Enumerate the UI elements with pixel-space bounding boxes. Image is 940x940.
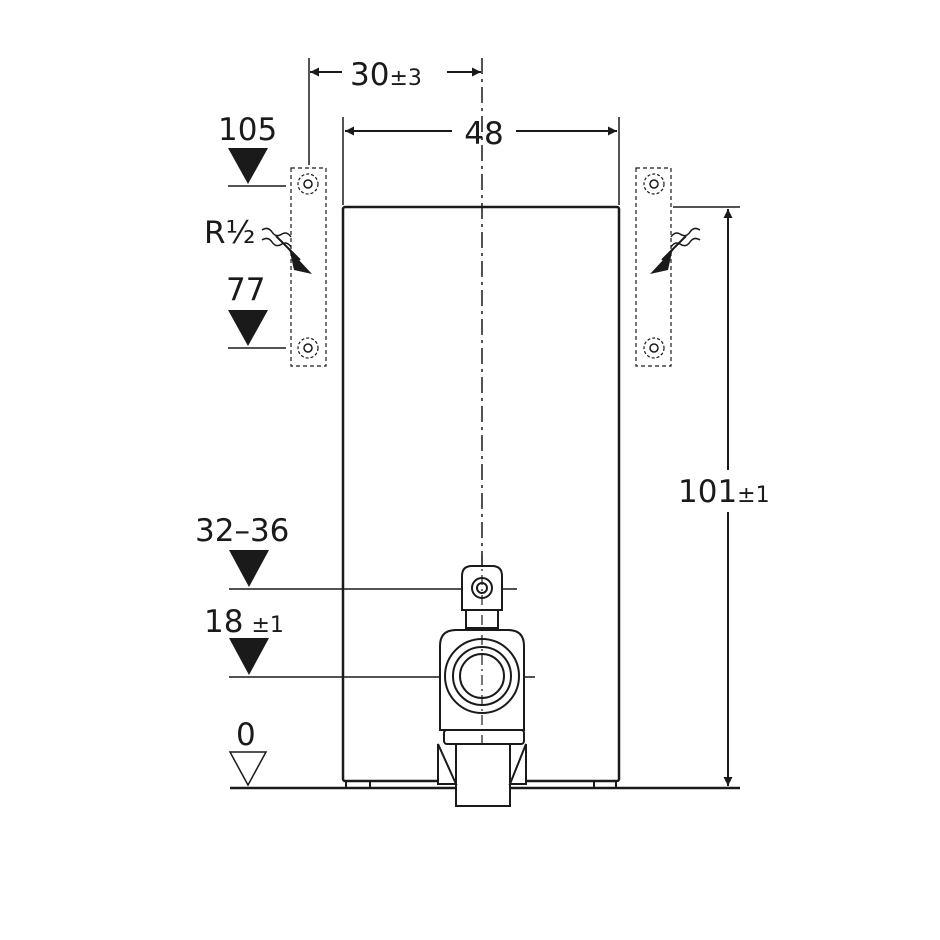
filled-triangle-down-icon <box>229 550 269 587</box>
dim-width-label: 48 <box>464 116 503 152</box>
outline-triangle-down-icon <box>228 751 268 787</box>
filled-triangle-down-icon <box>228 310 268 346</box>
level-drain-lower-label: 18±1 <box>204 604 284 640</box>
screw-icon <box>297 337 319 359</box>
drain-pipe-assembly <box>437 565 527 807</box>
water-inlet-arrow-icon <box>650 227 701 274</box>
level-top-connection-label: 105 <box>218 112 277 148</box>
water-inlet-arrow-icon <box>261 227 312 274</box>
right-wall-bracket <box>635 167 672 367</box>
dim-height-label: 101±1 <box>678 474 770 510</box>
thread-size-label: R½ <box>204 215 256 251</box>
level-floor-label: 0 <box>236 717 256 753</box>
filled-triangle-down-icon <box>229 638 269 675</box>
left-wall-bracket <box>290 167 327 367</box>
screw-icon <box>643 173 665 195</box>
screw-icon <box>643 337 665 359</box>
screw-icon <box>297 173 319 195</box>
filled-triangle-down-icon <box>228 148 268 184</box>
level-drain-upper-label: 32–36 <box>195 513 289 549</box>
dim-offset-label: 30±3 <box>350 57 422 93</box>
level-bottom-connection-label: 77 <box>226 272 265 308</box>
